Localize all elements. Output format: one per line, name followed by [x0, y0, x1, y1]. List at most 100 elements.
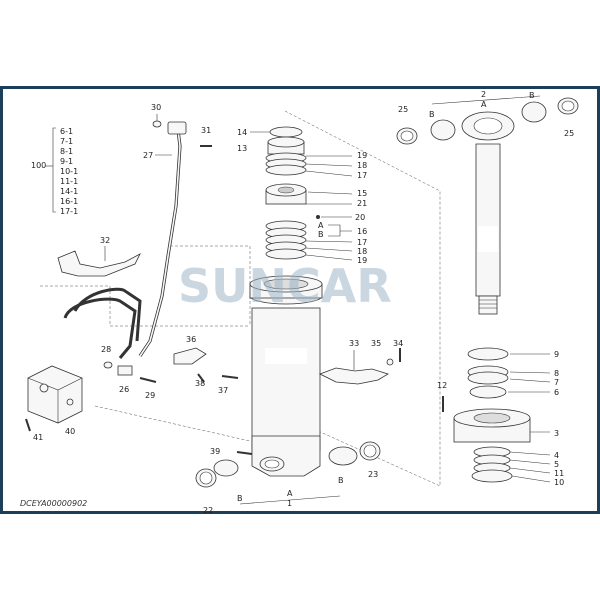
label-9: 9 — [554, 350, 559, 359]
label-40: 40 — [65, 427, 75, 436]
label-18: 18 — [357, 161, 367, 170]
label-A: A — [481, 100, 487, 109]
label-14: 14 — [237, 128, 247, 137]
label-29: 29 — [145, 391, 155, 400]
leader — [239, 495, 341, 505]
bushing-B-a — [430, 119, 456, 141]
label-B: B — [338, 476, 344, 485]
label-36: 36 — [186, 335, 196, 344]
seal-17a — [265, 164, 307, 176]
ring-14 — [269, 126, 303, 138]
label-35: 35 — [371, 339, 381, 348]
label-5: 5 — [554, 460, 559, 469]
label-1: 1 — [287, 499, 292, 508]
pipe-flange — [167, 121, 187, 135]
kit-item: 11-1 — [60, 177, 78, 186]
kit-item: 10-1 — [60, 167, 78, 176]
pipe-loop-2 — [73, 287, 142, 342]
parts-diagram-frame: 6-1 7-1 8-1 9-1 10-1 11-1 14-1 16-1 17-1… — [0, 86, 600, 514]
cylinder-tube — [251, 307, 321, 451]
label-8: 8 — [554, 369, 559, 378]
washer-35 — [386, 358, 394, 366]
label-30: 30 — [151, 103, 161, 112]
leader — [307, 191, 353, 195]
label-19: 19 — [357, 256, 367, 265]
label-37: 37 — [218, 386, 228, 395]
watermark: SUNCAR — [178, 259, 392, 313]
label-10: 10 — [554, 478, 564, 487]
seal-25-right-bore — [561, 100, 575, 112]
rod-eye-bore — [473, 117, 503, 135]
label-B: B — [429, 110, 435, 119]
kit-item: 7-1 — [60, 137, 73, 146]
label-11: 11 — [554, 469, 564, 478]
label-A: A — [287, 489, 293, 498]
guide-rod-frame — [284, 110, 441, 487]
label-19: 19 — [357, 151, 367, 160]
guide-pipe — [40, 285, 250, 327]
label-27: 27 — [143, 151, 153, 160]
label-22: 22 — [203, 506, 213, 514]
label-21: 21 — [357, 199, 367, 208]
exploded-parts-diagram: 6-1 7-1 8-1 9-1 10-1 11-1 14-1 16-1 17-1… — [0, 86, 600, 514]
label-18: 18 — [357, 247, 367, 256]
valve-port — [39, 383, 49, 393]
bushing-B-left — [213, 459, 239, 477]
ball-20 — [316, 215, 320, 219]
piston-rod — [475, 143, 501, 297]
seal-22-bore — [199, 471, 213, 485]
bracket-16 — [328, 224, 352, 237]
bolt-37 — [221, 375, 239, 379]
label-7: 7 — [554, 378, 559, 387]
leader — [305, 247, 353, 252]
head-13-top — [267, 136, 305, 148]
label-34: 34 — [393, 339, 403, 348]
label-39: 39 — [210, 447, 220, 456]
label-17: 17 — [357, 171, 367, 180]
o-ring-30 — [152, 120, 162, 128]
piston-bore — [277, 186, 295, 194]
rod-cutaway — [478, 226, 498, 252]
pipe-27-inner — [139, 129, 181, 357]
label-12: 12 — [437, 381, 447, 390]
label-16: 16 — [357, 227, 367, 236]
drawing-code: DCEYA00000902 — [20, 499, 87, 508]
rod-cover-bore — [473, 412, 511, 424]
label-13: 13 — [237, 144, 247, 153]
kit-item: 16-1 — [60, 197, 78, 206]
ring-7 — [467, 371, 509, 385]
label-26: 26 — [119, 385, 129, 394]
seal-25-left-bore — [400, 130, 414, 142]
label-A: A — [318, 221, 324, 230]
label-32: 32 — [100, 236, 110, 245]
label-20: 20 — [355, 213, 365, 222]
kit-number: 100 — [31, 161, 46, 170]
label-B: B — [237, 494, 243, 503]
clamp-33 — [319, 367, 389, 385]
o-ring-28 — [103, 361, 113, 369]
label-6: 6 — [554, 388, 559, 397]
ring-10 — [471, 469, 513, 483]
label-17: 17 — [357, 238, 367, 247]
kit-item: 6-1 — [60, 127, 73, 136]
leader — [305, 240, 353, 243]
flange-26 — [117, 365, 133, 376]
rod-thread-lines — [479, 299, 497, 309]
leader — [305, 254, 353, 261]
leader — [509, 378, 551, 383]
rod-thread — [478, 295, 498, 315]
kit-item: 9-1 — [60, 157, 73, 166]
tube-end — [251, 435, 321, 477]
guide-clamp — [170, 245, 251, 326]
bolt-39 — [236, 451, 253, 455]
label-25: 25 — [564, 129, 574, 138]
label-3: 3 — [554, 429, 559, 438]
valve-port — [66, 398, 74, 406]
label-25: 25 — [398, 105, 408, 114]
label-B: B — [529, 91, 535, 100]
tube-eye-bore — [264, 459, 280, 469]
clamp-32 — [57, 250, 141, 277]
ring-9 — [467, 347, 509, 361]
leader — [509, 467, 551, 474]
label-4: 4 — [554, 451, 559, 460]
